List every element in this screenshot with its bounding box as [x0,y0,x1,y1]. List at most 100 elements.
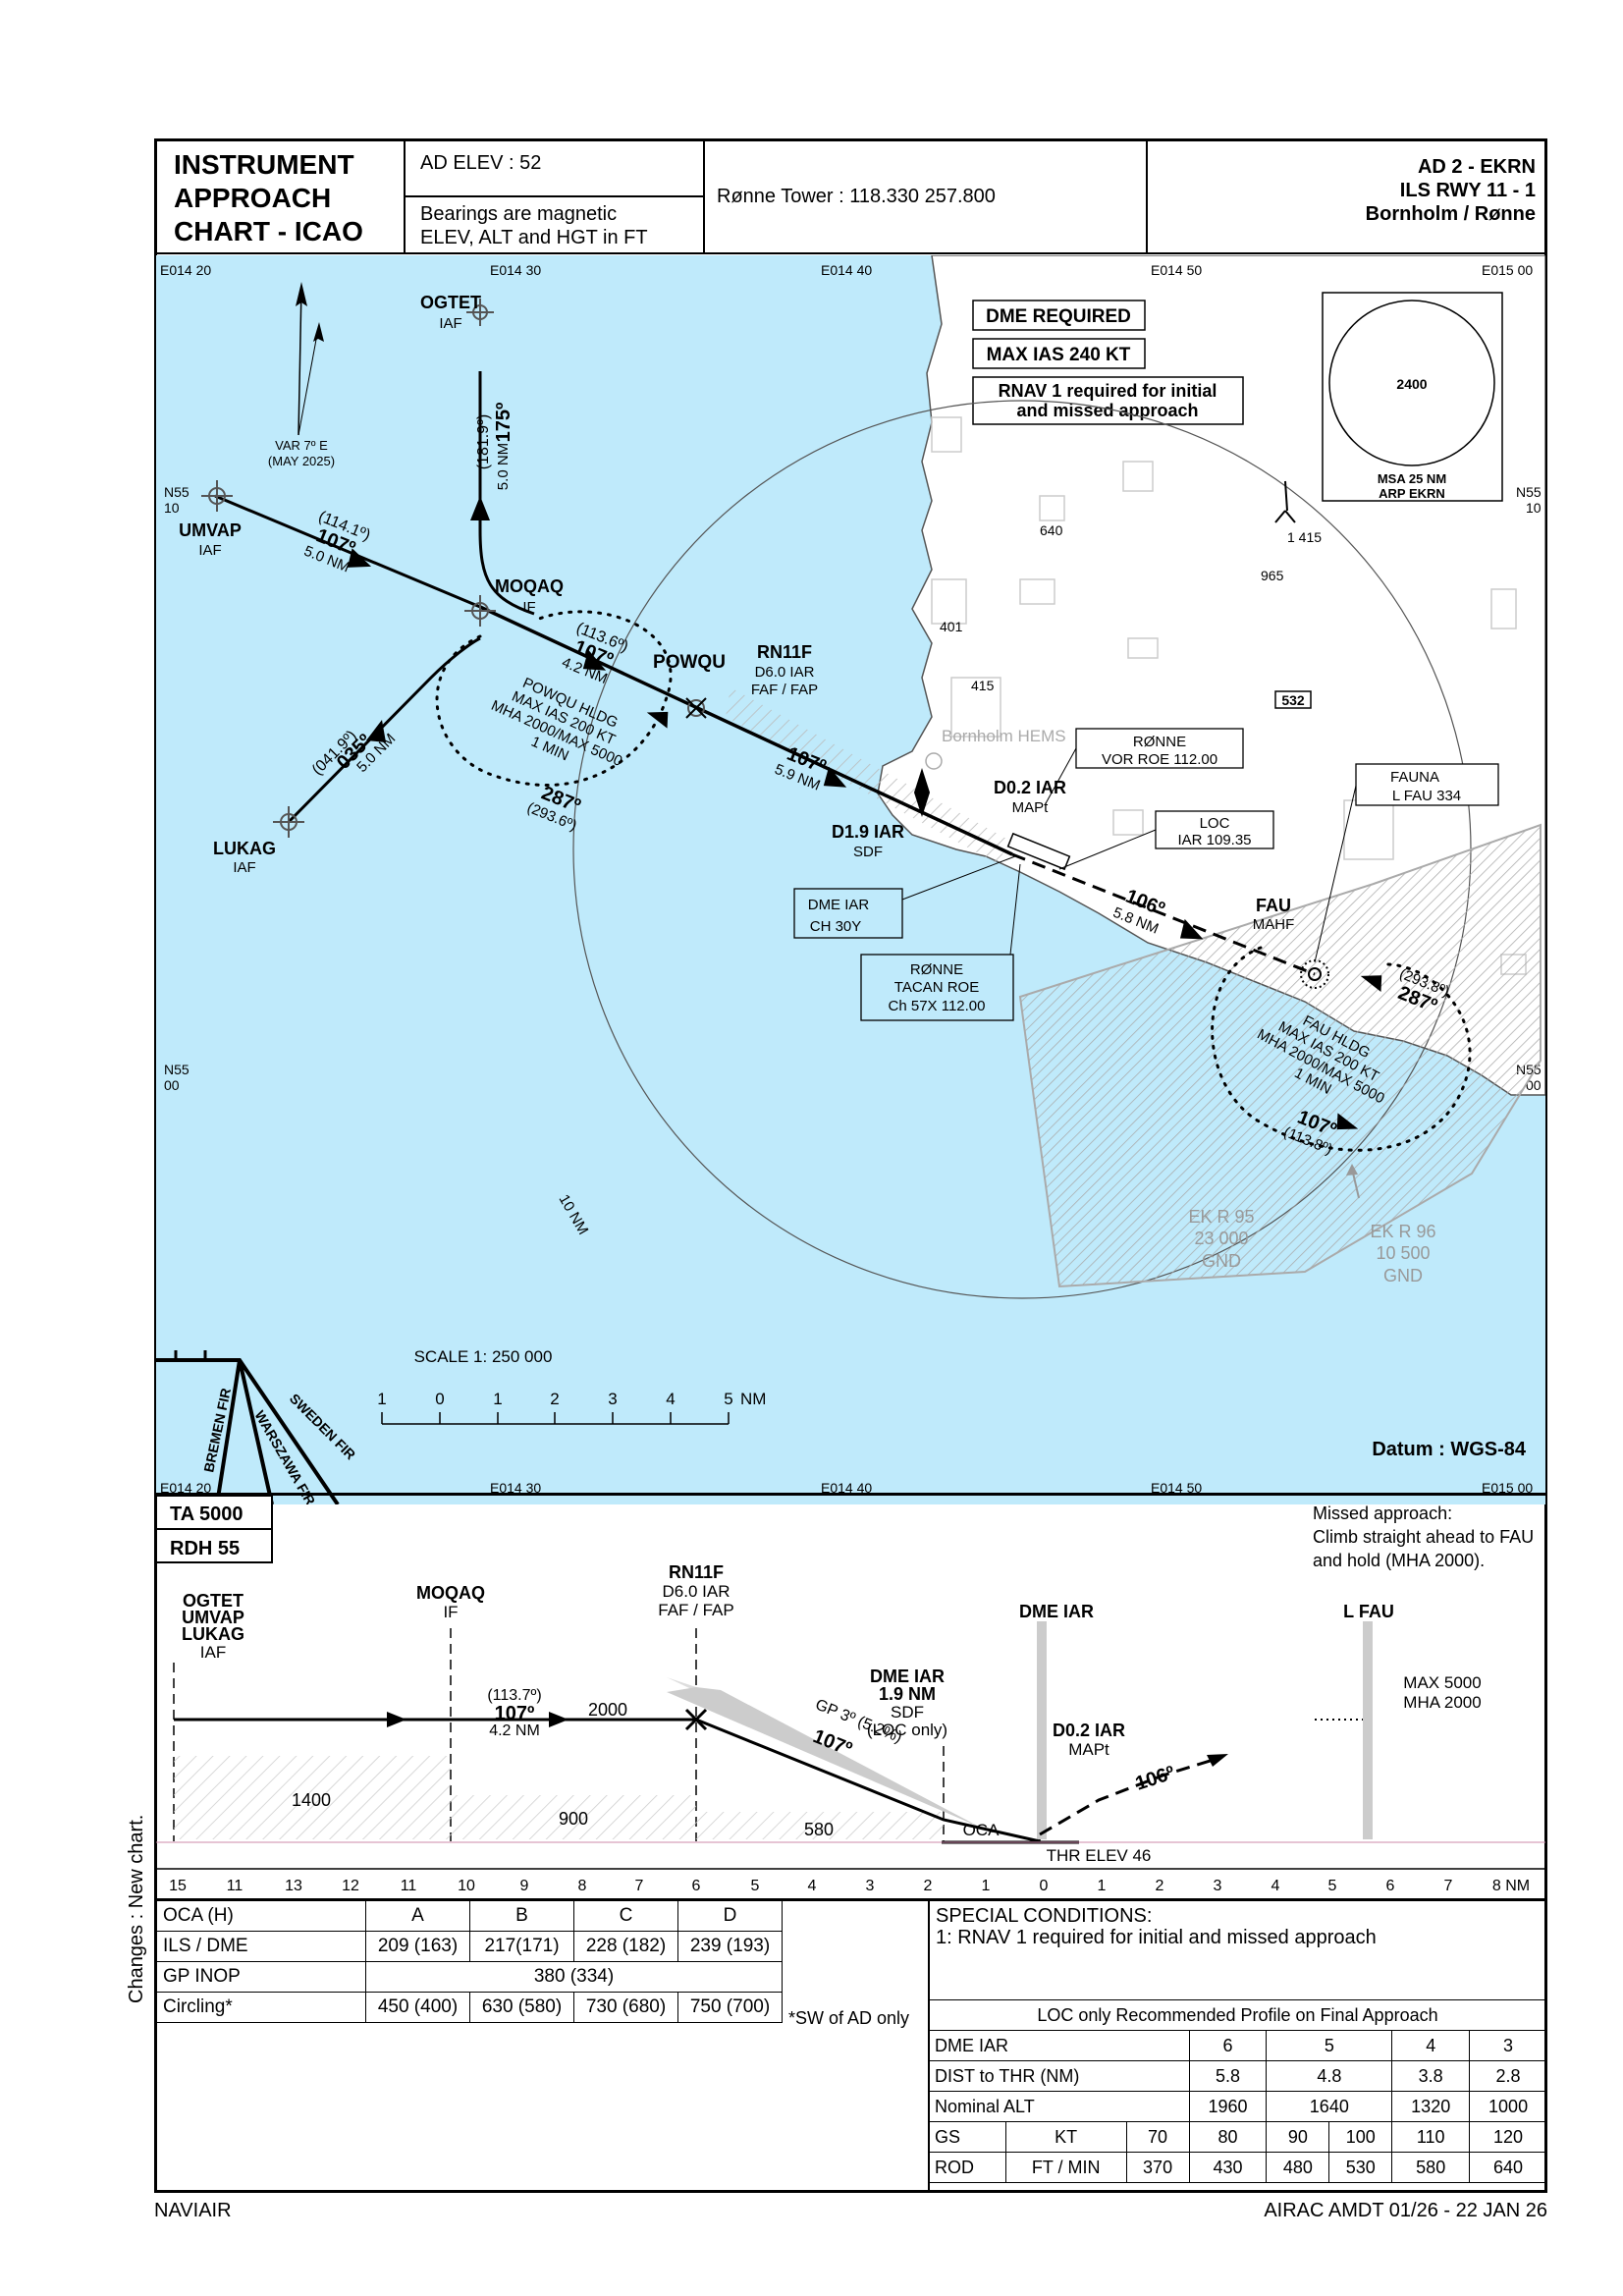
fau-label: FAU [1256,896,1291,915]
dist-11: 4 [808,1878,817,1894]
minima-head-b: B [469,1900,574,1932]
fix-moqaq: MOQAQ IF [464,576,564,627]
loc-line: IAR 109.35 [1177,832,1251,848]
moqaq-label: MOQAQ [495,576,564,596]
msa-900: 900 [559,1809,588,1829]
fix-powqu: POWQU RN11F D6.0 IAR FAF / FAP [653,642,818,719]
dme-line2: CH 30Y [810,918,862,935]
thr-elev: THR ELEV 46 [1047,1846,1152,1865]
fix-lukag: LUKAG IAF [213,806,304,876]
ogtet-mag: 175º [493,403,514,443]
loc-dist-0: 5.8 [1188,2060,1268,2092]
r96-top: 10 500 [1376,1243,1430,1263]
mapt-2: MAPt [1068,1740,1109,1759]
lon-label-1500: E015 00 [1482,262,1533,278]
tacan-name: RØNNE [910,961,963,978]
loc-gs-2: 90 [1266,2121,1330,2153]
iaf-name-1: OGTET [183,1591,243,1611]
scale-tick-5: 4 [666,1390,675,1408]
procedure-name: ILS RWY 11 - 1 [1399,180,1536,201]
fauna-name: FAUNA [1390,769,1439,786]
dist-6: 9 [520,1878,529,1894]
scale-tick-3: 2 [550,1390,559,1408]
obstacle-532: 532 [1281,692,1305,708]
minima-circ-a: 450 (400) [365,1992,470,2023]
fauna-line: L FAU 334 [1392,788,1461,804]
vor-line: VOR ROE 112.00 [1102,751,1217,768]
minima-head-d: D [677,1900,783,1932]
obstacle-415: 415 [971,678,995,693]
var-date: (MAY 2025) [268,454,335,468]
loc-rod-label: ROD [928,2152,1006,2183]
track-lukag [287,636,481,824]
lon-label-1500-b: E015 00 [1482,1480,1533,1496]
note-rnav-2: and missed approach [1016,401,1198,420]
bearings-note: Bearings are magnetic [420,203,618,225]
changes-label: Changes : New chart. [126,1814,147,2003]
minima-ils-label: ILS / DME [156,1931,366,1962]
lon-label-1420-b: E014 20 [160,1480,211,1496]
profile-ma-mag: 106º [1133,1762,1177,1794]
dist-23: 8 NM [1492,1878,1530,1894]
hold-mha: MHA 2000 [1403,1693,1481,1712]
loc-profile-table: LOC only Recommended Profile on Final Ap… [928,1999,1547,2183]
d02-label: D0.2 IAR [994,778,1066,797]
tower-cell: Rønne Tower : 118.330 257.800 [705,138,1148,254]
chart-frame [154,138,1547,2193]
dist-14: 1 [982,1878,991,1894]
minima-ils-c: 228 (182) [573,1931,678,1962]
var-text: VAR 7º E [275,438,328,453]
msa-alt: 2400 [1396,376,1427,392]
msa-580: 580 [804,1820,834,1839]
dist-15: 0 [1040,1878,1049,1894]
datum: Datum : WGS-84 [1372,1439,1527,1460]
scale-tick-2: 1 [493,1390,502,1408]
dme-col: DME IAR [1019,1602,1094,1621]
scale-tick-1: 0 [435,1390,444,1408]
obstacle-401: 401 [940,619,963,634]
dist-18: 3 [1214,1878,1222,1894]
faf-role: FAF / FAP [658,1601,733,1619]
r95-top: 23 000 [1194,1229,1248,1248]
loc-alt-0: 1960 [1188,2091,1268,2122]
rn11f-dme: D6.0 IAR [755,664,815,681]
scale-tick-0: 1 [377,1390,386,1408]
mapt-1: D0.2 IAR [1053,1721,1125,1740]
loc-rod-5: 640 [1469,2152,1547,2183]
lon-label-1420: E014 20 [160,262,211,278]
svg-text:N55: N55 [1516,484,1542,500]
svg-text:00: 00 [1526,1077,1542,1093]
footer-right: AIRAC AMDT 01/26 - 22 JAN 26 [1264,2200,1547,2221]
loc-title: LOC only Recommended Profile on Final Ap… [928,1999,1547,2031]
dist-5: 10 [458,1878,475,1894]
moqaq-role: IF [522,599,535,616]
iaf-role: IAF [200,1643,226,1662]
dme-line1: DME IAR [808,897,870,913]
units-note: ELEV, ALT and HGT in FT [420,227,648,248]
minima-circ-b: 630 (580) [469,1992,574,2023]
obstacles: 640 401 415 965 1 415 532 [940,522,1322,709]
dist-19: 4 [1271,1878,1280,1894]
seg-true: (113.7º) [487,1687,541,1704]
msa-1400: 1400 [292,1790,331,1810]
scale-unit: NM [740,1390,766,1408]
lon-label-1430-b: E014 30 [490,1480,541,1496]
elev-cell: AD ELEV : 52 Bearings are magnetic ELEV,… [406,138,705,254]
lon-label-1440-b: E014 40 [821,1480,872,1496]
r96-name: EK R 96 [1370,1222,1435,1241]
loc-dme-2: 4 [1391,2030,1471,2061]
umvap-role: IAF [198,542,221,559]
ek-r-95 [1018,823,1542,1288]
seg-dist: 4.2 NM [489,1722,540,1739]
minima-circ-c: 730 (680) [573,1992,678,2023]
minima-table: OCA (H) A B C D ILS / DME 209 (163) 217(… [156,1900,783,2023]
loc-rod-2: 480 [1266,2152,1330,2183]
umvap-label: UMVAP [179,520,242,540]
circling-note: *SW of AD only [788,2008,910,2028]
track-umvap [214,494,481,609]
scale-tick-4: 3 [608,1390,617,1408]
profile-view: TA 5000 RDH 55 Missed approach: Climb st… [156,1496,1545,1894]
note-max-ias: MAX IAS 240 KT [987,345,1131,365]
minima-head-oca: OCA (H) [156,1900,366,1932]
fau-role: MAHF [1253,916,1295,933]
